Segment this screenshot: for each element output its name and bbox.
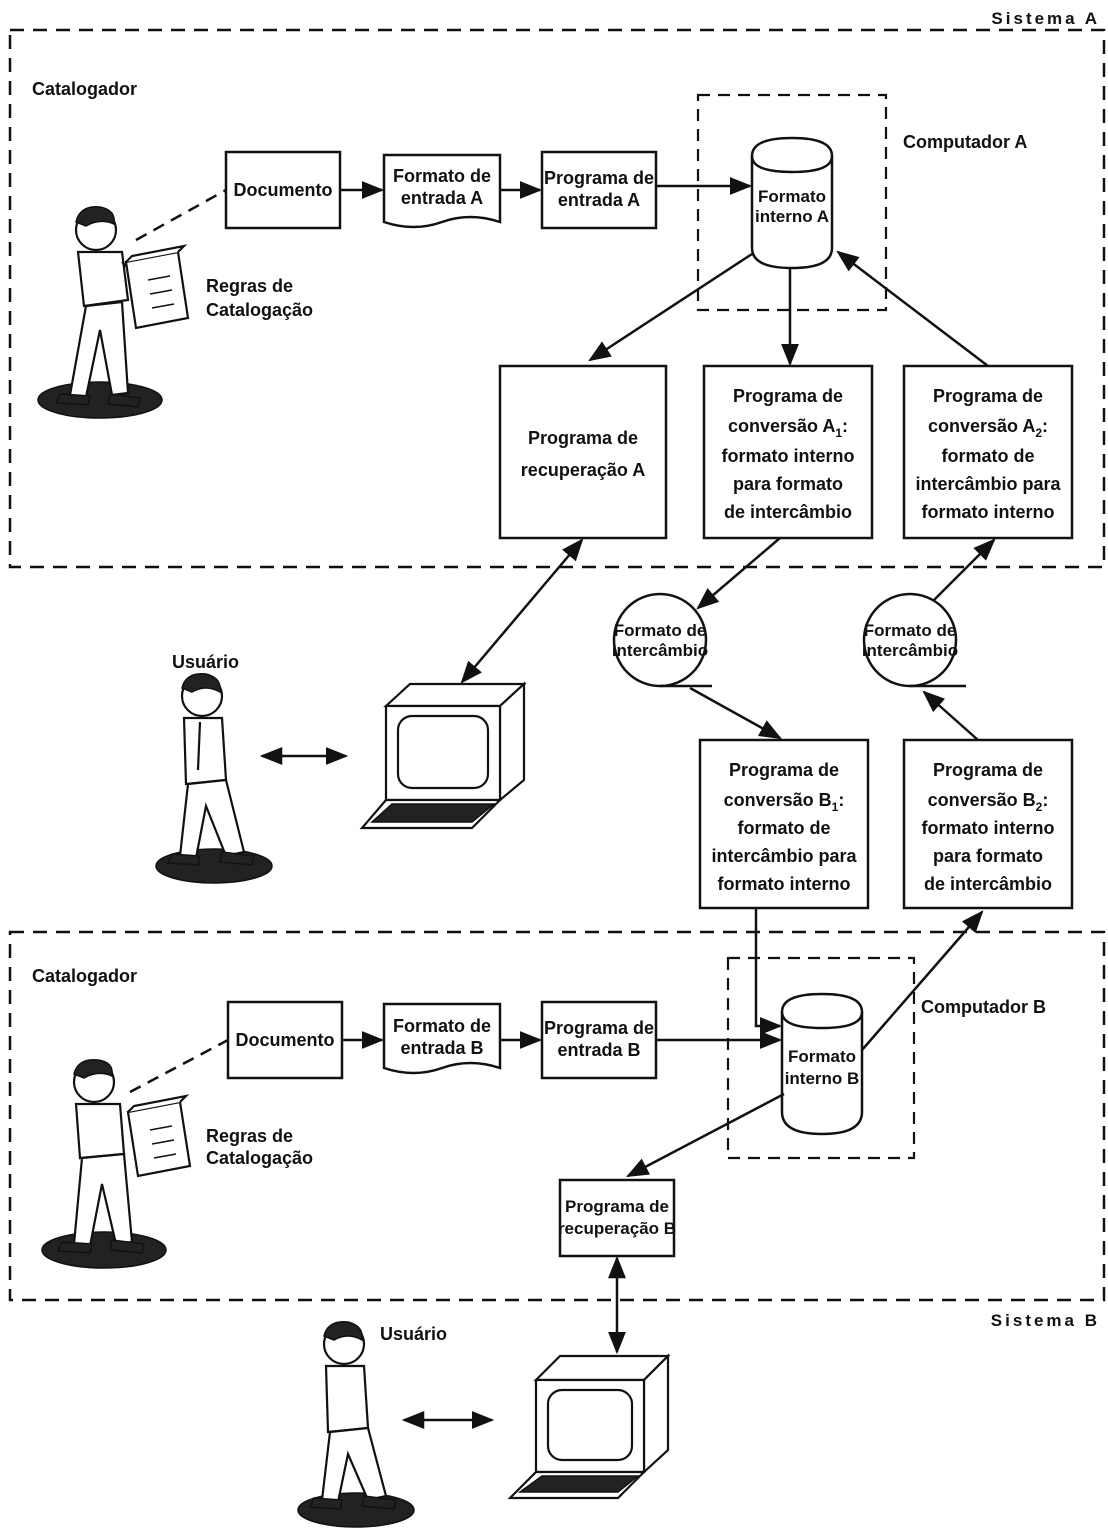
computer-b-boundary	[726, 956, 916, 1160]
system-b-label: Sistema B	[991, 1311, 1100, 1330]
cataloger-b-to-document-link	[129, 1038, 229, 1094]
input-format-b-shape	[382, 1002, 502, 1075]
arrow-internal-b-to-conversion-b2	[861, 910, 984, 1051]
cataloger-a-label: Catalogador	[32, 79, 137, 99]
rules-a-line1: Regras de	[206, 276, 293, 296]
conversion-b1-box	[698, 738, 870, 910]
user-b-label: Usuário	[380, 1324, 447, 1344]
input-format-a-line2: entrada A	[401, 188, 483, 208]
exchange-format-left-circle	[612, 592, 708, 688]
document-a-label: Documento	[234, 180, 333, 200]
arrow-exchange-to-conversion-b1	[689, 686, 782, 740]
conversion-a2-box	[902, 364, 1074, 540]
conversion-a1-line2: conversão A1:	[728, 416, 848, 440]
rules-a-line2: Catalogação	[206, 300, 313, 320]
conversion-b2-box	[902, 738, 1074, 910]
arrow-retrieval-a-terminal-a	[460, 538, 584, 684]
input-program-a-line1: Programa de	[544, 168, 654, 188]
cataloger-b-label: Catalogador	[32, 966, 137, 986]
input-program-b-line1: Programa de	[544, 1018, 654, 1038]
exchange-format-left-line1: Formato de	[614, 621, 707, 640]
internal-format-b-line1: Formato	[788, 1047, 856, 1066]
document-a-box	[224, 150, 342, 230]
input-format-a-line1: Formato de	[393, 166, 491, 186]
cataloger-a-to-document-link	[135, 188, 227, 242]
conversion-b2-line5: de intercâmbio	[924, 874, 1052, 894]
conversion-a1-box	[702, 364, 874, 540]
conversion-a2-line2: conversão A2:	[928, 416, 1048, 440]
retrieval-program-a-line2: recuperação A	[521, 460, 645, 480]
internal-format-a-cylinder	[750, 136, 834, 270]
conversion-b1-line5: formato interno	[718, 874, 851, 894]
conversion-b1-line4: intercâmbio para	[711, 846, 857, 866]
conversion-b2-line2: conversão B2:	[928, 790, 1049, 814]
retrieval-program-a-box	[498, 364, 668, 540]
rules-book-a	[124, 244, 190, 330]
retrieval-program-a-line1: Programa de	[528, 428, 638, 448]
exchange-format-right-line1: Formato de	[864, 621, 957, 640]
arrow-exchange-to-conversion-a2	[933, 538, 996, 601]
arrow-conversion-b2-to-exchange	[922, 690, 979, 741]
computer-a-label: Computador A	[903, 132, 1027, 152]
system-b-boundary	[8, 930, 1106, 1302]
computer-b-label: Computador B	[921, 997, 1046, 1017]
arrow-internal-a-to-retrieval-a	[588, 252, 753, 362]
rules-b-line2: Catalogação	[206, 1148, 313, 1168]
document-b-box	[226, 1000, 344, 1080]
user-b-figure	[297, 1321, 415, 1528]
arrow-internal-b-to-retrieval-b	[626, 1092, 785, 1178]
system-a-boundary	[8, 28, 1106, 569]
retrieval-program-b-line1: Programa de	[565, 1197, 669, 1216]
exchange-format-right-circle	[862, 592, 958, 688]
exchange-format-right-line2: intercâmbio	[862, 641, 958, 660]
input-program-b-line2: entrada B	[557, 1040, 640, 1060]
conversion-b1-line2: conversão B1:	[724, 790, 845, 814]
conversion-b2-line3: formato interno	[922, 818, 1055, 838]
input-program-a-box	[540, 150, 658, 230]
terminal-a-icon	[359, 681, 527, 830]
input-format-b-line2: entrada B	[400, 1038, 483, 1058]
exchange-format-left-line2: intercâmbio	[612, 641, 708, 660]
user-a-figure	[155, 673, 273, 884]
arrow-conversion-a2-to-internal-a	[836, 250, 989, 367]
internal-format-a-line1: Formato	[758, 187, 826, 206]
input-format-a-shape	[382, 153, 502, 229]
terminal-b-icon	[507, 1353, 671, 1500]
conversion-b1-line1: Programa de	[729, 760, 839, 780]
conversion-a1-line5: de intercâmbio	[724, 502, 852, 522]
conversion-a1-line3: formato interno	[722, 446, 855, 466]
internal-format-b-cylinder	[780, 992, 864, 1136]
conversion-a2-line1: Programa de	[933, 386, 1043, 406]
retrieval-program-b-line2: recuperação B	[558, 1219, 676, 1238]
user-a-label: Usuário	[172, 652, 239, 672]
conversion-a2-line3: formato de	[941, 446, 1034, 466]
conversion-b1-line3: formato de	[737, 818, 830, 838]
internal-format-a-line2: interno A	[755, 207, 829, 226]
conversion-b2-line1: Programa de	[933, 760, 1043, 780]
conversion-b2-line4: para formato	[933, 846, 1043, 866]
input-format-b-line1: Formato de	[393, 1016, 491, 1036]
arrow-conversion-a1-to-exchange	[696, 537, 781, 610]
arrow-conversion-b1-to-internal-b	[754, 908, 783, 1035]
retrieval-program-b-box	[558, 1178, 676, 1258]
cataloger-a-figure	[37, 206, 163, 419]
conversion-a2-line4: intercâmbio para	[915, 474, 1061, 494]
internal-format-b-line2: interno B	[785, 1069, 860, 1088]
rules-b-line1: Regras de	[206, 1126, 293, 1146]
system-a-label: Sistema A	[991, 9, 1100, 28]
cataloger-b-figure	[41, 1059, 167, 1269]
document-b-label: Documento	[236, 1030, 335, 1050]
conversion-a1-line1: Programa de	[733, 386, 843, 406]
conversion-a1-line4: para formato	[733, 474, 843, 494]
input-program-a-line2: entrada A	[558, 190, 640, 210]
conversion-a2-line5: formato interno	[922, 502, 1055, 522]
rules-book-b	[126, 1094, 192, 1178]
